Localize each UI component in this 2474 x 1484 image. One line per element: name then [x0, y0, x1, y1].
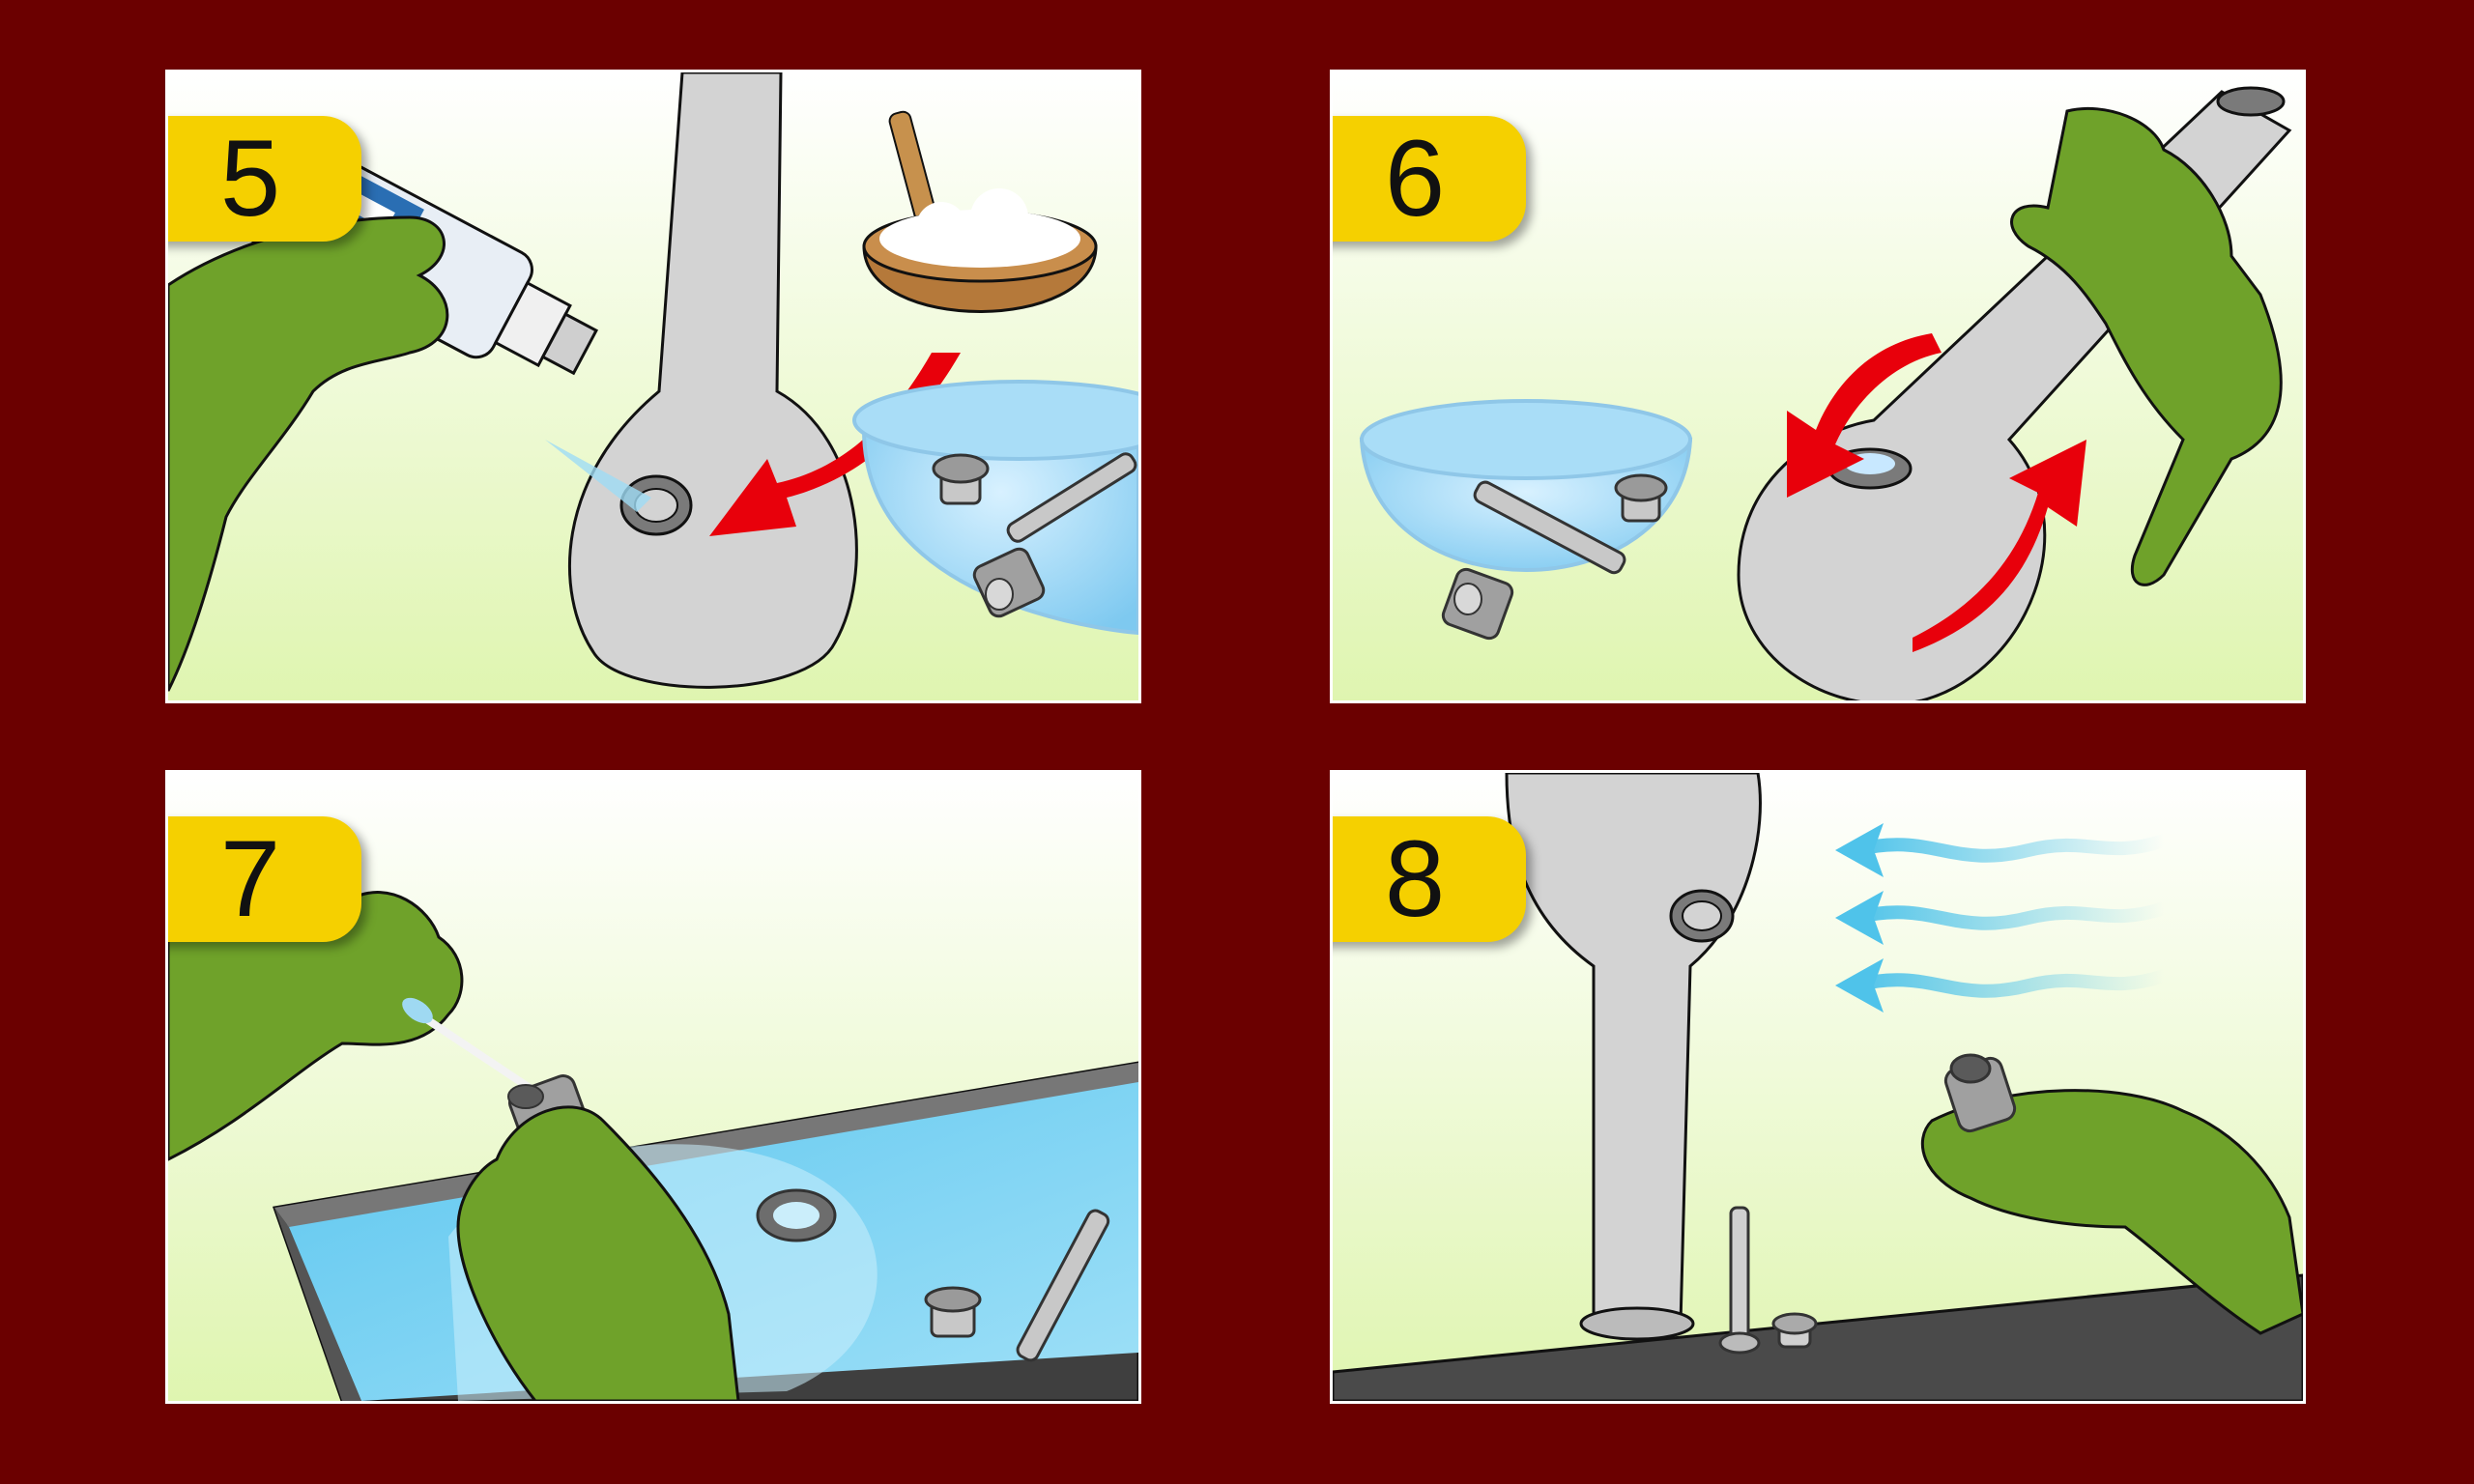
- red-arrow-right: [1913, 440, 2086, 652]
- step-number-badge: 5: [168, 116, 361, 242]
- step-8-panel: 8: [1330, 770, 2306, 1404]
- alcohol-spray: [545, 440, 651, 512]
- counter: [1333, 1273, 2303, 1401]
- step-number-badge: 7: [168, 816, 361, 942]
- downstem: [1473, 480, 1626, 575]
- bong: [1505, 773, 1762, 1341]
- grommet: [1441, 567, 1514, 641]
- water-bowl: [1359, 399, 1693, 641]
- step-6-panel: 6: [1330, 70, 2306, 703]
- downstem: [1718, 1206, 1761, 1355]
- downstem: [1006, 452, 1137, 543]
- downstem: [1016, 1209, 1110, 1362]
- water-bowl: [852, 380, 1138, 636]
- grommet: [972, 547, 1046, 618]
- gloved-hand: [1920, 1089, 2303, 1335]
- airflow-arrowheads: [1835, 823, 1884, 1013]
- bowl-piece: [932, 453, 990, 505]
- step-number: 7: [219, 818, 281, 939]
- gloved-hand: [2010, 106, 2283, 586]
- bowl-piece: [924, 1286, 982, 1338]
- gloved-hand: [168, 215, 449, 692]
- cotton-swab: [402, 997, 538, 1096]
- red-arrow: [709, 353, 961, 536]
- gloved-hand-right: [456, 1105, 740, 1401]
- grommet: [1943, 1053, 2017, 1133]
- step-number: 8: [1384, 818, 1446, 939]
- step-7-panel: 7: [165, 770, 1141, 1404]
- bowl-piece: [1614, 473, 1668, 523]
- step-number: 6: [1384, 118, 1446, 239]
- step-number-badge: 6: [1333, 116, 1526, 242]
- step-7-illustration: [168, 773, 1138, 1401]
- bowl-piece: [1771, 1312, 1818, 1349]
- step-number-badge: 8: [1333, 816, 1526, 942]
- step-5-panel: 5: [165, 70, 1141, 703]
- red-arrow-left: [1787, 333, 1942, 498]
- airflow-arrows: [1848, 834, 2171, 998]
- salt-bowl: [862, 110, 1098, 313]
- step-number: 5: [219, 118, 281, 239]
